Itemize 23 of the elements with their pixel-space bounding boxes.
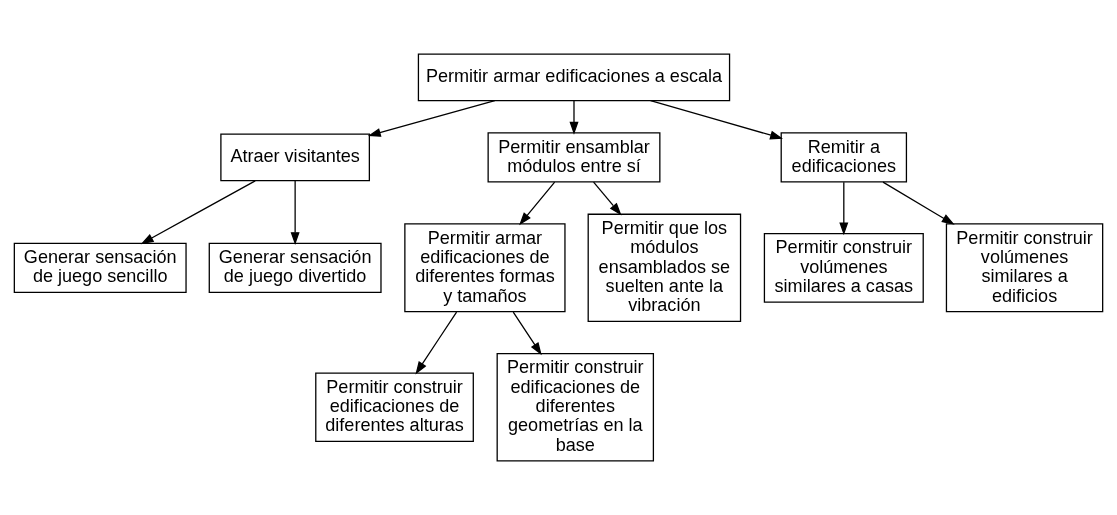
- node-box: Permitir armar edificaciones de diferentes formas y tamaños: [404, 223, 566, 313]
- arrow: [290, 180, 300, 246]
- arrow: [882, 181, 955, 225]
- node-box: Permitir armar edificaciones a escala: [417, 53, 731, 102]
- arrow: [512, 311, 542, 356]
- node-box: Atraer visitantes: [220, 133, 370, 182]
- node-box: Permitir construir volúmenes similares a casas: [763, 232, 924, 303]
- arrow: [592, 181, 622, 216]
- node-box: Permitir que los módulos ensamblados se suelten ante la vibración: [587, 213, 742, 323]
- arrow: [569, 100, 579, 135]
- node-box: Permitir construir edificaciones de diferentes geometrías en la base: [496, 353, 655, 462]
- node-box: Permitir construir edificaciones de diferentes alturas: [315, 372, 474, 443]
- arrow: [140, 180, 256, 245]
- arrow: [415, 311, 458, 375]
- node-box: Generar sensación de juego sencillo: [13, 242, 187, 293]
- node-box: Permitir construir volúmenes similares a edificios: [945, 223, 1104, 313]
- node-box: Remitir a edificaciones: [780, 132, 908, 183]
- arrow: [519, 181, 556, 226]
- node-box: Permitir ensamblar módulos entre sí: [487, 132, 661, 183]
- arrow: [649, 100, 783, 140]
- arrow: [839, 181, 849, 236]
- node-box: Generar sensación de juego divertido: [208, 242, 382, 293]
- arrow: [367, 100, 496, 137]
